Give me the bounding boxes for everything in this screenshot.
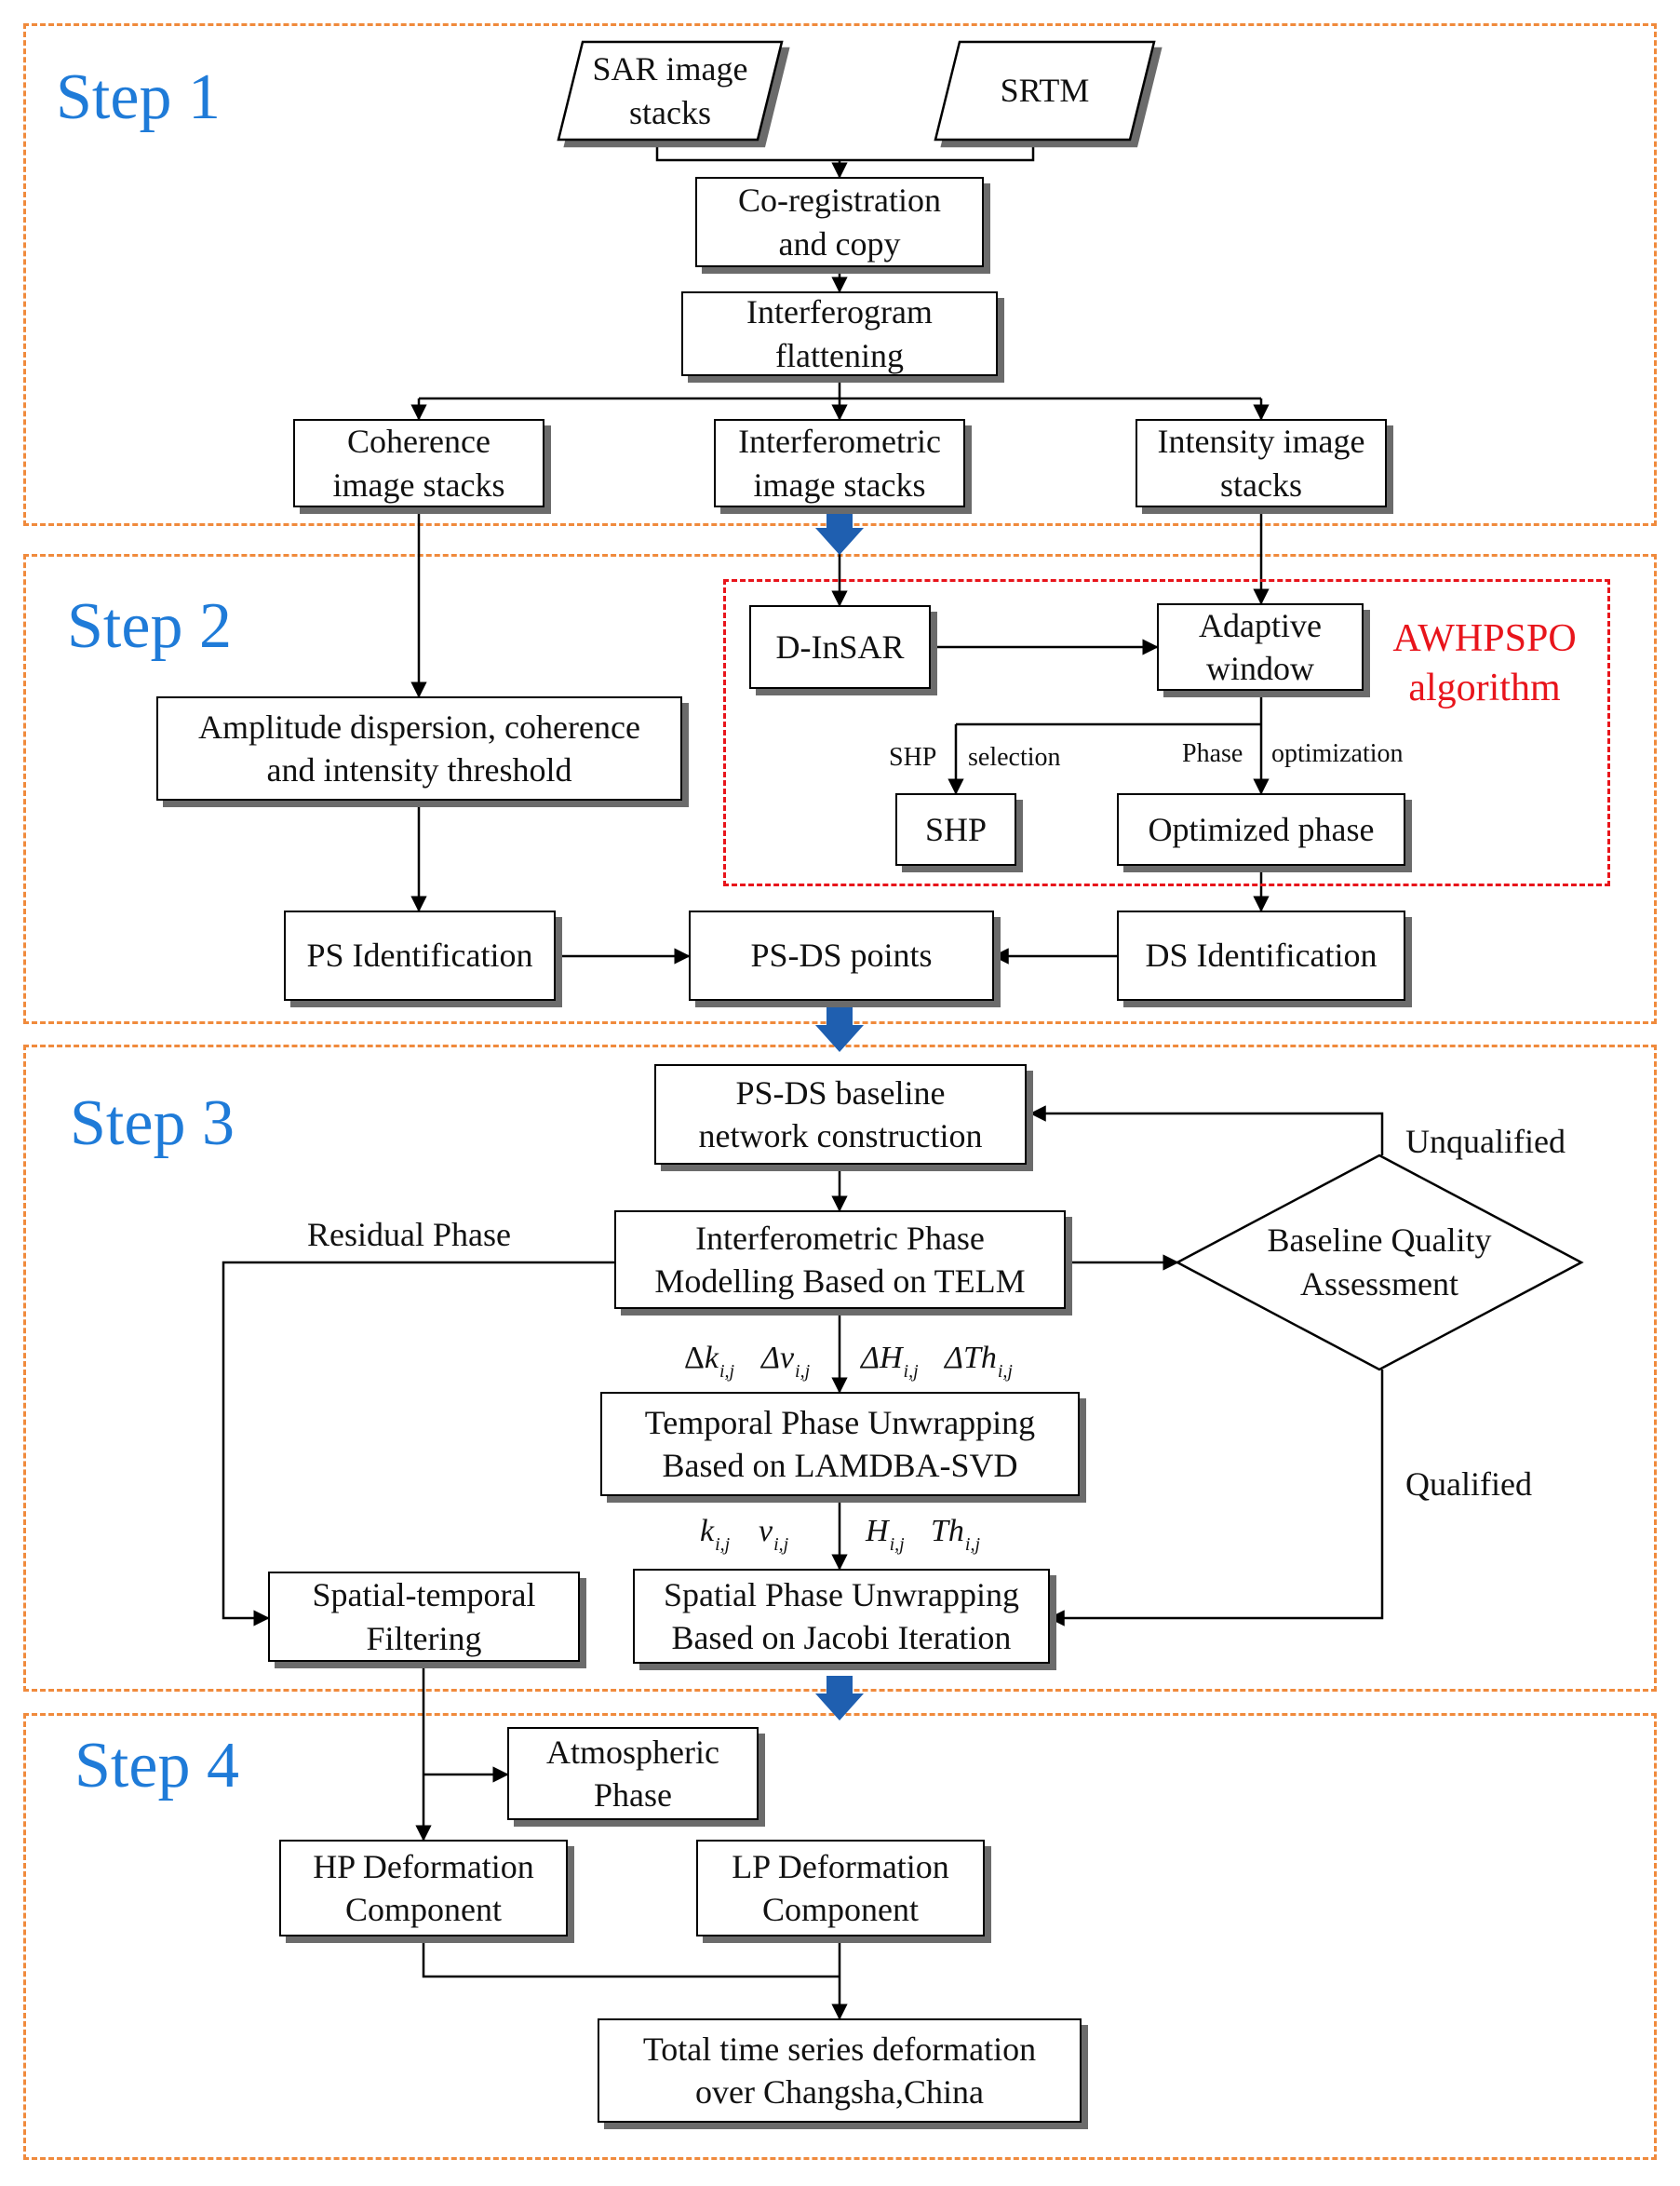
shp-box: SHP (895, 793, 1016, 866)
hp-deformation-box: HP Deformation Component (279, 1840, 568, 1936)
adaptive-window-box: Adaptive window (1157, 603, 1364, 691)
ps-identification-box: PS Identification (284, 911, 556, 1001)
coherence-box: Coherence image stacks (293, 419, 544, 507)
spatial-unwrapping-box: Spatial Phase Unwrapping Based on Jacobi… (633, 1569, 1050, 1664)
flattening-box: Interferogram flattening (681, 291, 998, 376)
qualified-label: Qualified (1405, 1465, 1532, 1503)
step1-to-step2-arrow (815, 510, 864, 555)
param-th: Thi,j (931, 1514, 981, 1555)
param-h: Hi,j (866, 1514, 905, 1555)
step2-to-step3-arrow (815, 1007, 864, 1052)
step4-label: Step 4 (74, 1730, 239, 1801)
sar-input-text: SAR image stacks (592, 50, 748, 131)
shp-selection-label-b: selection (968, 743, 1061, 772)
step3-to-step4-arrow (815, 1676, 864, 1720)
telm-box: Interferometric Phase Modelling Based on… (614, 1210, 1066, 1309)
amplitude-threshold-box: Amplitude dispersion, coherence and inte… (156, 696, 682, 801)
edge-hp-merge (422, 1936, 840, 1978)
unqualified-label: Unqualified (1405, 1123, 1566, 1160)
srtm-input-text: SRTM (1000, 72, 1090, 110)
temporal-unwrapping-box: Temporal Phase Unwrapping Based on LAMDB… (600, 1392, 1080, 1496)
dinsar-box: D-InSAR (749, 605, 931, 689)
step1-label: Step 1 (56, 61, 221, 133)
step2-label: Step 2 (67, 590, 232, 662)
sar-input: SAR image stacks (557, 40, 784, 142)
baseline-quality-decision: Baseline Quality Assessment (1175, 1154, 1584, 1371)
ds-identification-box: DS Identification (1117, 911, 1405, 1001)
awhpspo-label: AWHPSPO algorithm (1392, 617, 1577, 709)
param-delta-h: ΔHi,j (861, 1341, 919, 1382)
interferometric-stacks-box: Interferometric image stacks (714, 419, 965, 507)
spatial-temporal-filter-box: Spatial-temporal Filtering (268, 1572, 580, 1662)
shp-selection-label-a: SHP (889, 743, 937, 772)
baseline-network-box: PS-DS baseline network construction (654, 1064, 1027, 1165)
step3-label: Step 3 (70, 1087, 235, 1159)
edge-sar-merge (655, 140, 1035, 162)
param-delta-v: Δvi,j (761, 1341, 811, 1382)
edge-unqualified (1029, 1105, 1384, 1155)
param-v: vi,j (759, 1514, 789, 1555)
edge-qualified (1048, 1370, 1384, 1626)
phase-optimization-label-b: optimization (1271, 739, 1404, 768)
baseline-quality-text: Baseline Quality Assessment (1267, 1221, 1492, 1302)
coregistration-box: Co-registration and copy (695, 177, 984, 267)
param-delta-k: Δki,j (684, 1341, 735, 1382)
total-deformation-box: Total time series deformation over Chang… (598, 2018, 1082, 2123)
edge-residual (222, 1261, 614, 1626)
phase-optimization-label-a: Phase (1182, 739, 1243, 768)
awhpspo-frame (723, 579, 1610, 886)
atmospheric-phase-box: Atmospheric Phase (507, 1727, 759, 1820)
residual-phase-label: Residual Phase (307, 1216, 511, 1253)
ps-ds-points-box: PS-DS points (689, 911, 994, 1001)
param-delta-th: ΔThi,j (945, 1341, 1013, 1382)
srtm-input: SRTM (934, 40, 1156, 142)
param-k: ki,j (700, 1514, 731, 1555)
intensity-box: Intensity image stacks (1136, 419, 1387, 507)
optimized-phase-box: Optimized phase (1117, 793, 1405, 866)
lp-deformation-box: LP Deformation Component (696, 1840, 985, 1936)
